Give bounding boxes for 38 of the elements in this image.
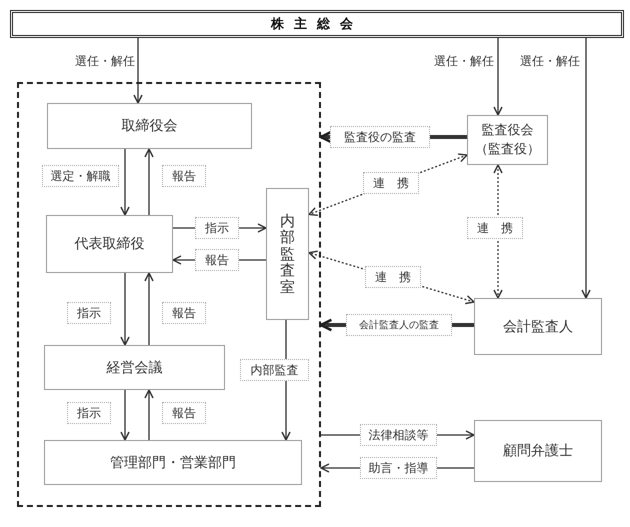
edge-label: 指示 bbox=[67, 402, 111, 424]
organization-box: 会計監査人 bbox=[474, 298, 602, 355]
edge-label: 報告 bbox=[195, 249, 239, 271]
edge-label: 助言・指導 bbox=[360, 457, 437, 479]
edge-label: 選任・解任 bbox=[518, 52, 582, 70]
edge-label: 連 携 bbox=[467, 217, 523, 239]
organization-box: 取締役会 bbox=[47, 103, 252, 149]
organization-box: 顧問弁護士 bbox=[474, 420, 602, 482]
arrow bbox=[120, 149, 130, 216]
organization-box: 経営会議 bbox=[44, 345, 225, 390]
organization-box: 代表取締役 bbox=[46, 215, 173, 273]
arrow bbox=[493, 38, 503, 116]
office-box: 内部監査室 bbox=[266, 188, 309, 320]
arrow bbox=[581, 38, 591, 299]
edge-label: 報告 bbox=[162, 302, 206, 324]
arrow bbox=[144, 272, 154, 345]
organization-box: 管理部門・営業部門 bbox=[44, 440, 302, 485]
edge-label: 指示 bbox=[195, 217, 239, 239]
edge-label: 指示 bbox=[67, 302, 111, 324]
arrow bbox=[144, 389, 154, 440]
arrow bbox=[120, 273, 130, 346]
edge-label: 法律相談等 bbox=[360, 424, 437, 446]
meeting-banner: 株主総会 bbox=[10, 10, 624, 38]
arrow bbox=[120, 390, 130, 441]
arrow bbox=[144, 148, 154, 215]
edge-label: 会計監査人の監査 bbox=[346, 314, 452, 336]
edge-label: 報告 bbox=[162, 165, 206, 187]
edge-label: 連 携 bbox=[363, 172, 419, 194]
edge-label: 連 携 bbox=[365, 266, 421, 288]
edge-label: 報告 bbox=[162, 402, 206, 424]
edge-label: 選任・解任 bbox=[432, 52, 496, 70]
dashed-boundary bbox=[17, 82, 321, 507]
arrow bbox=[133, 38, 143, 104]
edge-label: 選任・解任 bbox=[73, 52, 137, 70]
edge-label: 監査役の監査 bbox=[330, 126, 430, 148]
board-box: 監査役会（監査役） bbox=[467, 115, 548, 165]
edge-label: 選定・解職 bbox=[42, 165, 119, 187]
edge-label: 内部監査 bbox=[240, 359, 309, 381]
